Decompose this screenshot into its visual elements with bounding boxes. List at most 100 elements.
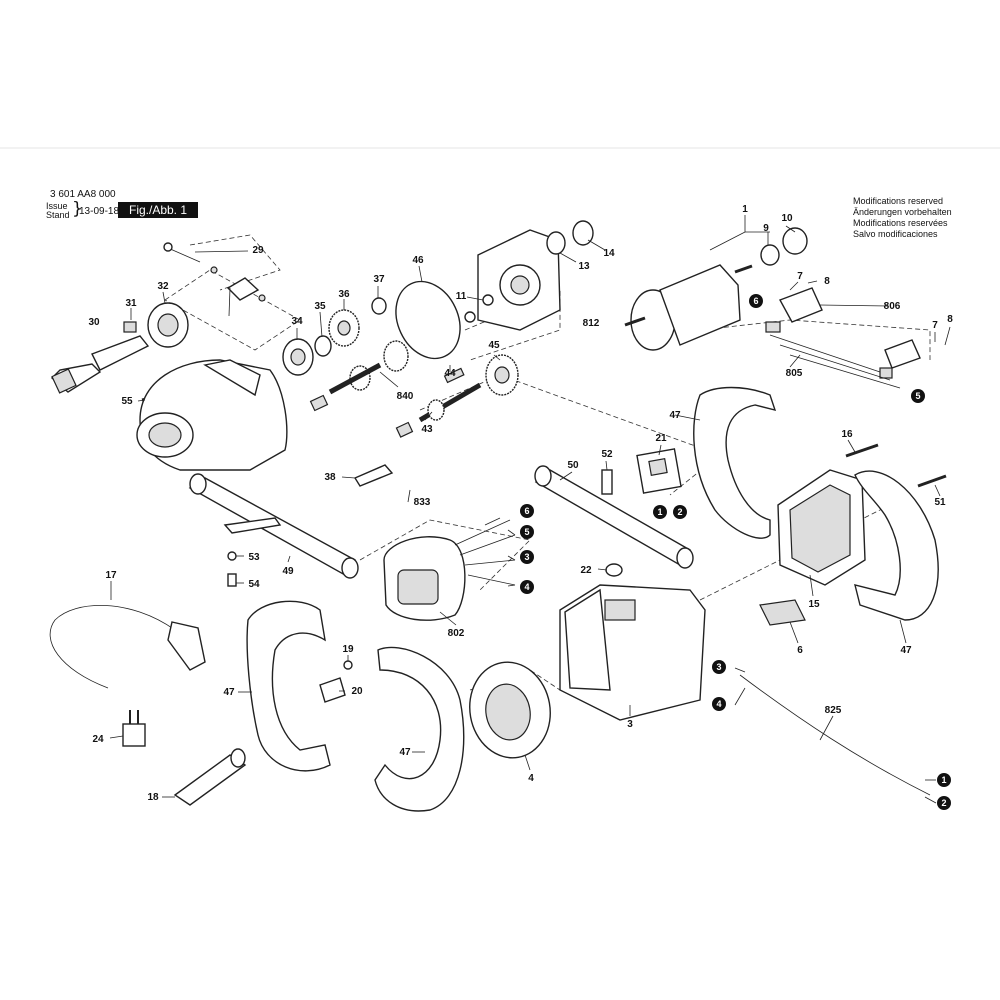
svg-text:6: 6 bbox=[753, 296, 758, 306]
field-coil-802 bbox=[383, 519, 516, 621]
label-802: 802 bbox=[448, 628, 465, 639]
pin-38 bbox=[353, 464, 394, 487]
label-825: 825 bbox=[825, 705, 842, 716]
label-44: 44 bbox=[444, 368, 456, 379]
bar-50 bbox=[534, 465, 694, 569]
label-54: 54 bbox=[248, 579, 260, 590]
label-13: 13 bbox=[578, 261, 590, 272]
label-8b: 8 bbox=[947, 314, 953, 325]
label-19: 19 bbox=[342, 644, 354, 655]
label-22: 22 bbox=[580, 565, 592, 576]
screw-52 bbox=[601, 469, 613, 495]
label-31: 31 bbox=[125, 298, 137, 309]
label-37: 37 bbox=[373, 274, 385, 285]
label-24: 24 bbox=[92, 734, 104, 745]
svg-text:2: 2 bbox=[677, 507, 682, 517]
connector-5-field: 5 bbox=[520, 525, 534, 539]
outline-housing-right bbox=[699, 499, 901, 601]
bar-49 bbox=[188, 473, 359, 579]
connector-1-cable: 1 bbox=[937, 773, 951, 787]
bearing-9 bbox=[760, 244, 780, 266]
label-6: 6 bbox=[797, 645, 803, 656]
screw-16 bbox=[845, 443, 879, 458]
label-35: 35 bbox=[314, 301, 326, 312]
label-812: 812 bbox=[583, 318, 600, 329]
label-21: 21 bbox=[655, 433, 667, 444]
pad-6 bbox=[759, 599, 806, 626]
clamp-20 bbox=[319, 677, 346, 703]
label-16: 16 bbox=[841, 429, 853, 440]
gear-45 bbox=[485, 354, 519, 396]
label-47c: 47 bbox=[223, 687, 235, 698]
bearing-10 bbox=[782, 227, 808, 255]
outline-833 bbox=[419, 374, 721, 496]
label-38: 38 bbox=[324, 472, 336, 483]
connector-4-cable: 4 bbox=[712, 697, 726, 711]
bearing-13 bbox=[546, 231, 566, 255]
switch-21 bbox=[636, 448, 682, 494]
o-ring-46 bbox=[395, 280, 461, 360]
label-833: 833 bbox=[414, 497, 431, 508]
ring-35 bbox=[314, 335, 332, 357]
screw-19 bbox=[343, 660, 353, 670]
bearing-32 bbox=[147, 302, 189, 348]
label-4: 4 bbox=[528, 773, 534, 784]
gear-shaft-840 bbox=[309, 340, 409, 412]
label-50: 50 bbox=[567, 460, 579, 471]
label-10: 10 bbox=[781, 213, 793, 224]
leader-lines bbox=[109, 215, 951, 804]
label-52: 52 bbox=[601, 449, 613, 460]
connector-3-field: 3 bbox=[520, 550, 534, 564]
label-45: 45 bbox=[488, 340, 500, 351]
label-47d: 47 bbox=[399, 747, 411, 758]
label-9: 9 bbox=[763, 223, 769, 234]
svg-text:6: 6 bbox=[524, 506, 529, 516]
handle-47-upper bbox=[693, 386, 777, 539]
label-7b: 7 bbox=[932, 320, 938, 331]
outline-806 bbox=[699, 319, 931, 360]
label-55: 55 bbox=[121, 396, 133, 407]
screw-54 bbox=[227, 573, 237, 587]
label-47b: 47 bbox=[900, 645, 912, 656]
handle-47-lower-center bbox=[374, 646, 465, 812]
label-46: 46 bbox=[412, 255, 424, 266]
key-31 bbox=[123, 321, 137, 333]
key-44 bbox=[443, 367, 465, 384]
connector-6-field: 6 bbox=[520, 504, 534, 518]
label-15: 15 bbox=[808, 599, 820, 610]
label-29: 29 bbox=[252, 245, 264, 256]
label-3: 3 bbox=[627, 719, 633, 730]
svg-text:1: 1 bbox=[941, 775, 946, 785]
outline-bearing-30 bbox=[164, 269, 301, 351]
ring-4 bbox=[469, 661, 551, 759]
adapter-24 bbox=[122, 710, 146, 747]
outline-29 bbox=[189, 234, 281, 291]
bearing-34 bbox=[282, 338, 314, 376]
label-840: 840 bbox=[397, 391, 414, 402]
svg-text:3: 3 bbox=[716, 662, 721, 672]
connector-6-brush: 6 bbox=[749, 294, 763, 308]
label-14: 14 bbox=[603, 248, 615, 259]
handle-47-right bbox=[854, 470, 939, 621]
connector-1-switch: 1 bbox=[653, 505, 667, 519]
screw-51 bbox=[917, 474, 947, 488]
label-7a: 7 bbox=[797, 271, 803, 282]
svg-text:5: 5 bbox=[915, 391, 920, 401]
circlip-37 bbox=[371, 297, 387, 315]
housing-3 bbox=[559, 584, 706, 721]
label-36: 36 bbox=[338, 289, 350, 300]
label-47a: 47 bbox=[669, 410, 681, 421]
nut-53 bbox=[227, 551, 237, 561]
motor-housing-15 bbox=[777, 469, 866, 586]
svg-text:1: 1 bbox=[657, 507, 662, 517]
outline-802 bbox=[359, 519, 531, 591]
label-8a: 8 bbox=[824, 276, 830, 287]
svg-text:2: 2 bbox=[941, 798, 946, 808]
bracket-29 bbox=[163, 242, 266, 302]
label-806: 806 bbox=[884, 301, 901, 312]
svg-text:4: 4 bbox=[716, 699, 721, 709]
label-53: 53 bbox=[248, 552, 260, 563]
bearing-flange-812 bbox=[464, 229, 561, 331]
cable-825 bbox=[739, 674, 931, 796]
